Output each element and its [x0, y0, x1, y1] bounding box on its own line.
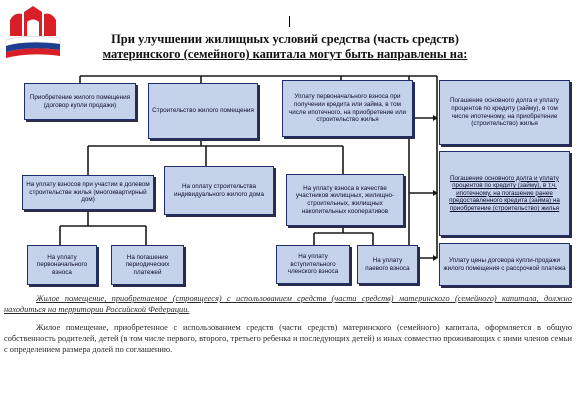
box-repay-principal: Погашение основного долга и уплату проце…	[439, 80, 570, 145]
box-loan-initial: Уплату первоначального взноса при получе…	[282, 80, 413, 137]
note-paragraph-2: Жилое помещение, приобретенное с использ…	[4, 322, 572, 355]
title-line-1: При улучшении жилищных условий средства …	[111, 32, 459, 46]
box-individual-construction: На оплату строительства индивидуального …	[164, 166, 274, 215]
text-cursor	[289, 16, 290, 27]
box-initial-payment: На уплату первоначального взноса	[27, 245, 97, 285]
box-periodic-payments: На погашение периодических платежей	[111, 245, 184, 285]
note-paragraph-1: Жилое помещение, приобретаемое (строящее…	[4, 293, 572, 315]
box-repay-previous: Погашение основного долга и уплату проце…	[439, 151, 570, 236]
pension-fund-logo-icon	[5, 6, 61, 58]
page-title: При улучшении жилищных условий средства …	[70, 32, 500, 62]
box-cooperative: На уплату взноса в качестве участников ж…	[286, 174, 404, 226]
box-construction: Строительство жилого помещения	[148, 83, 258, 139]
box-installment: Уплату цены договора купли-продажи жилог…	[439, 243, 570, 286]
box-purchase: Приобретение жилого помещения (договор к…	[24, 83, 136, 120]
title-line-2: материнского (семейного) капитала могут …	[102, 47, 468, 61]
box-entrance-fee: На уплату вступительного членского взнос…	[276, 245, 350, 284]
note-paragraph-2-text: Жилое помещение, приобретенное с использ…	[4, 323, 572, 354]
box-share-fee: На уплату паевого взноса	[357, 245, 418, 284]
note-paragraph-1-text: Жилое помещение, приобретаемое (строящее…	[4, 294, 572, 314]
box-shared-construction: На уплату взносов при участии в долевом …	[22, 175, 154, 210]
